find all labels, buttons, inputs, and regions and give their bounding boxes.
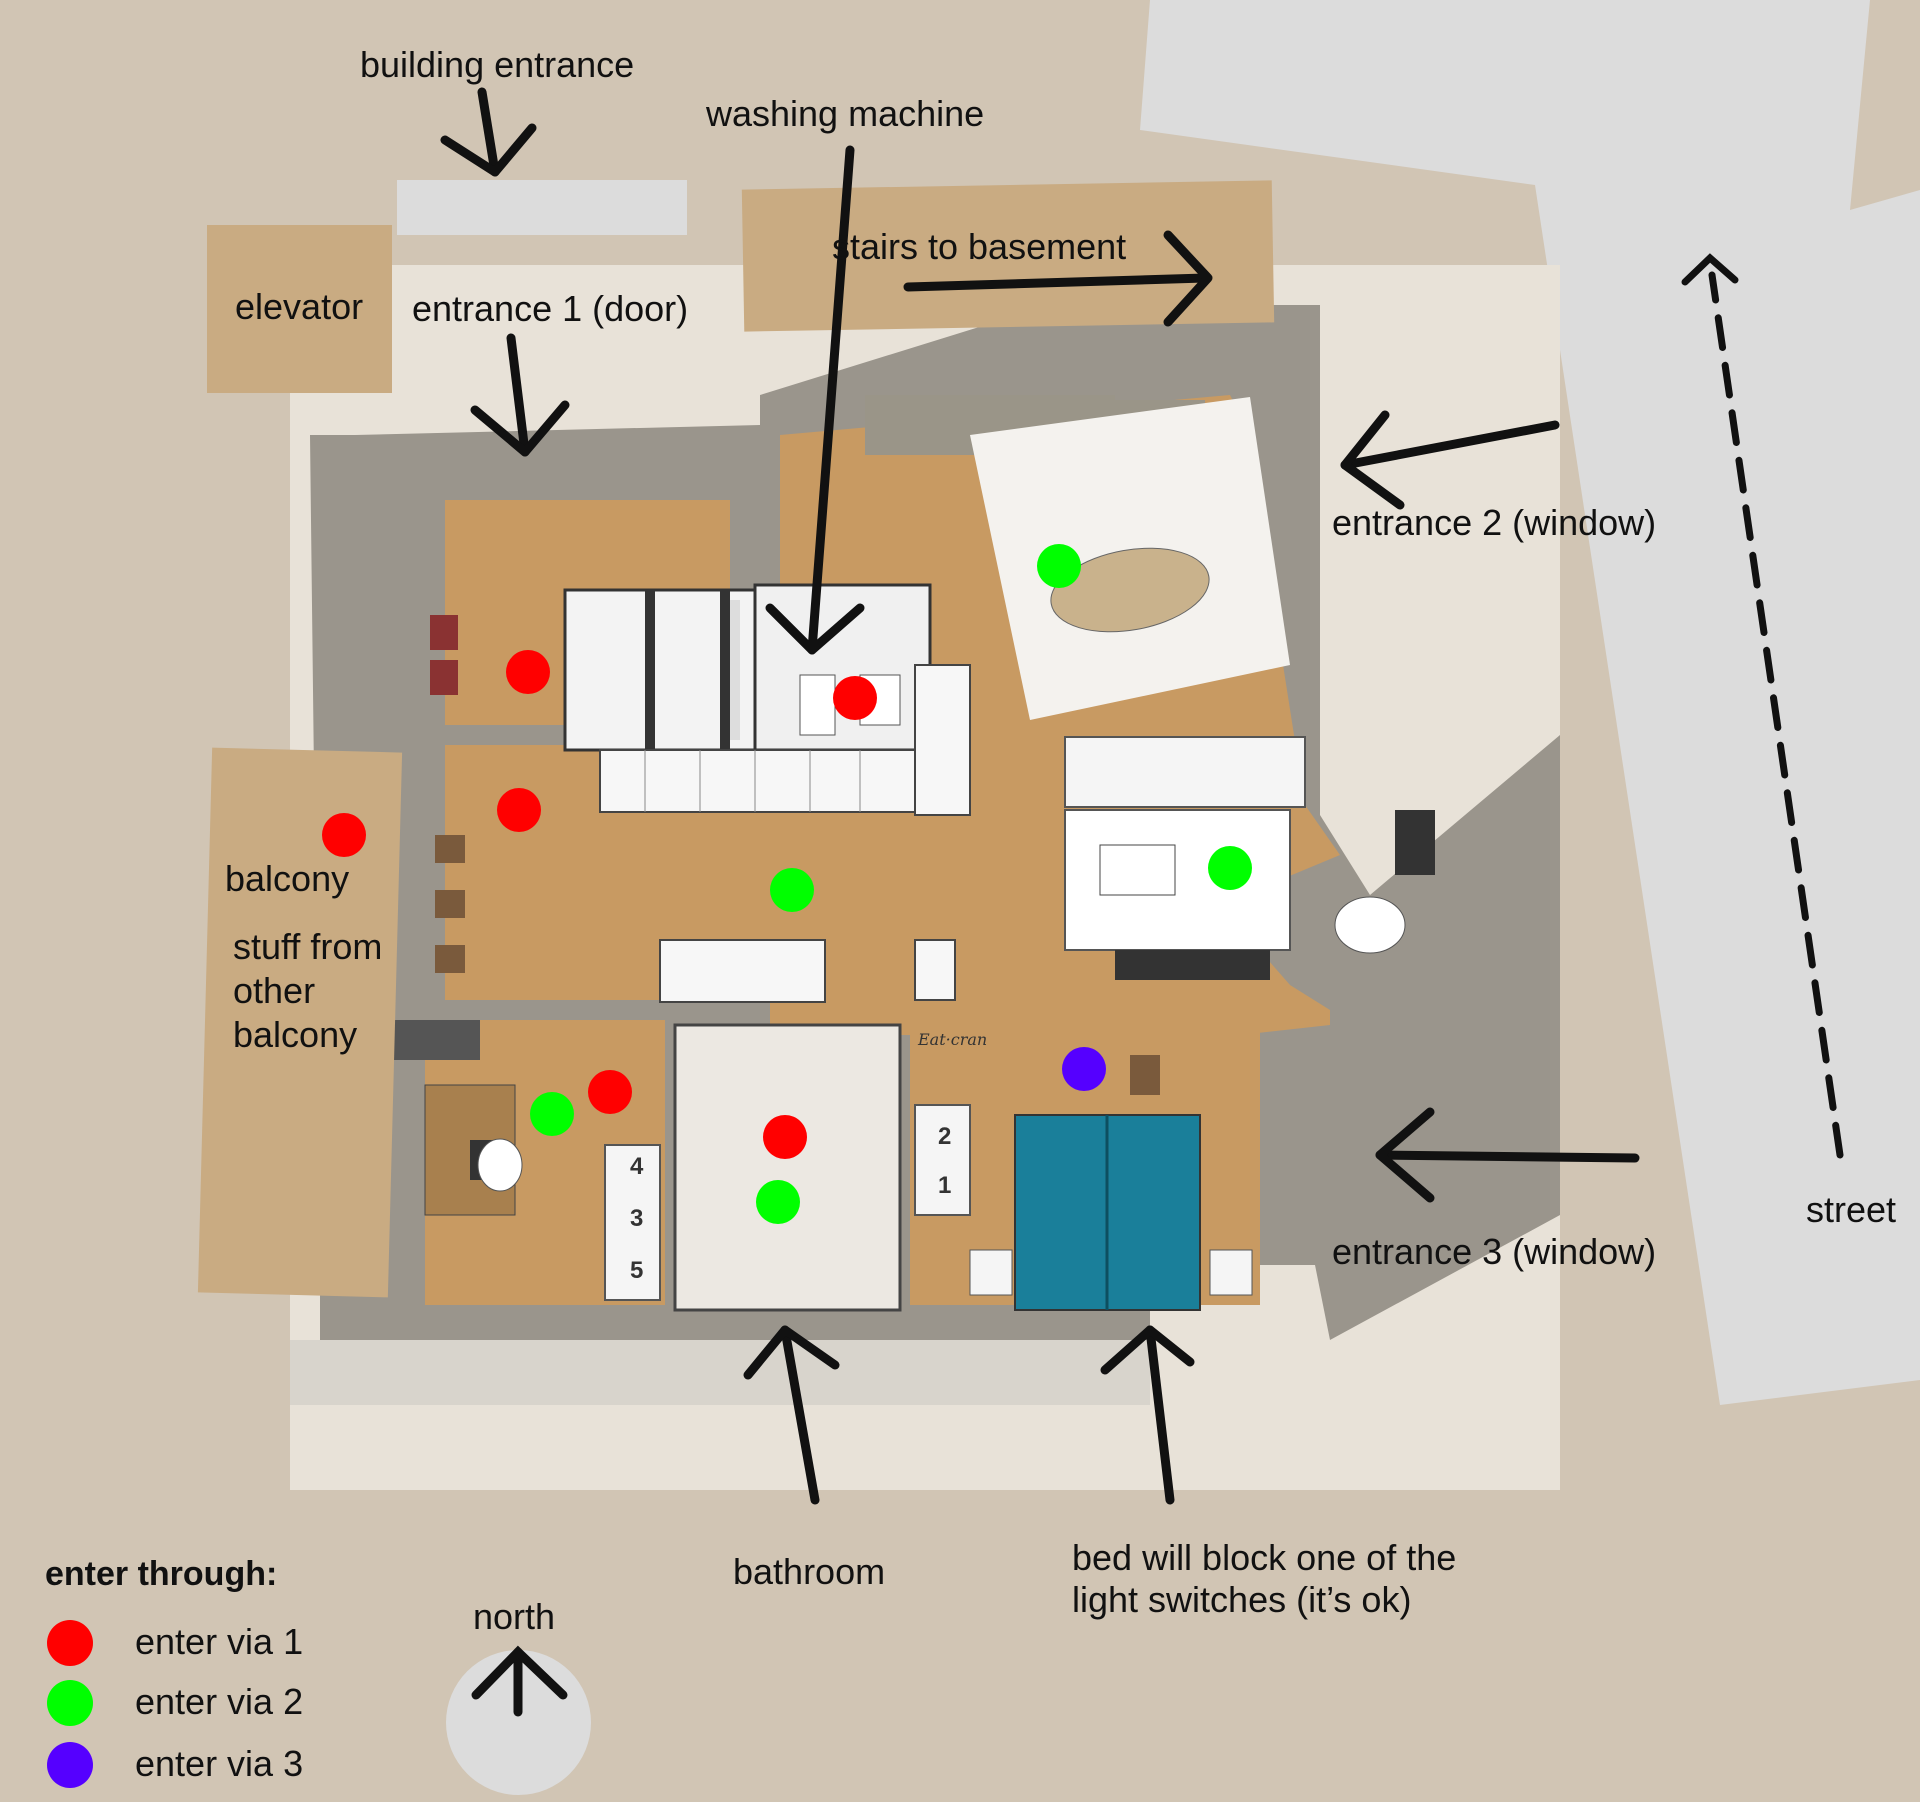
drawer-number-3: 3 [630, 1205, 644, 1232]
marker-via-1 [833, 676, 877, 720]
marker-via-2 [530, 1092, 574, 1136]
label-balcony: balcony [225, 858, 350, 899]
drawers-left [604, 1144, 661, 1301]
label-bed-note: bed will block one of the light switches… [1072, 1537, 1457, 1621]
street-area [1140, 0, 1920, 1405]
marker-via-1 [763, 1115, 807, 1159]
marker-via-1 [497, 788, 541, 832]
building-entrance-arrow [440, 87, 537, 177]
stairs-arrow [903, 230, 1213, 327]
sofa [1064, 736, 1306, 808]
entrance-1-arrow [470, 333, 570, 457]
label-building-entrance: building entrance [360, 44, 635, 85]
street-arrow [1681, 253, 1844, 1159]
floor-plan: Eat·cran 4 3 5 2 1 [290, 265, 1560, 1490]
label-elevator: elevator [235, 286, 364, 327]
label-stairs-to-basement: stairs to basement [832, 226, 1127, 267]
legend-label-via-3: enter via 3 [135, 1743, 304, 1784]
label-entrance-2: entrance 2 (window) [1332, 502, 1657, 543]
label-stuff-from-other-balcony: stuff from other balcony [233, 926, 383, 1055]
marker-via-1 [506, 650, 550, 694]
marker-via-1 [322, 813, 366, 857]
label-washing-machine: washing machine [706, 93, 985, 134]
bathroom-room [673, 1023, 902, 1312]
drawer-number-4: 4 [630, 1153, 644, 1180]
building-entrance-strip [397, 180, 687, 235]
label-north: north [473, 1596, 556, 1637]
dining-table [1050, 547, 1210, 633]
drawer-number-5: 5 [630, 1257, 644, 1284]
washing-machine-arrow [765, 145, 865, 655]
drawers-right [914, 1104, 971, 1216]
plan-signature: Eat·cran [918, 1030, 988, 1049]
marker-via-2 [1208, 846, 1252, 890]
legend-swatch-purple [47, 1742, 93, 1788]
legend-label-via-1: enter via 1 [135, 1621, 304, 1662]
marker-via-2 [1037, 544, 1081, 588]
label-bathroom: bathroom [733, 1551, 886, 1592]
legend-swatch-green [47, 1680, 93, 1726]
legend-title: enter through: [45, 1555, 278, 1593]
entrance-3-arrow [1375, 1107, 1640, 1203]
floor-plan-drawing [290, 305, 1560, 1405]
marker-via-2 [770, 868, 814, 912]
north-arrow-icon [471, 1645, 568, 1700]
bed-arrow [1100, 1325, 1195, 1505]
marker-via-2 [756, 1180, 800, 1224]
drawer-number-2: 2 [938, 1123, 952, 1150]
label-entrance-3: entrance 3 (window) [1332, 1231, 1657, 1272]
drawer-number-1: 1 [938, 1172, 952, 1199]
bathroom-arrow [743, 1325, 840, 1505]
legend-swatch-red [47, 1620, 93, 1666]
elevator-sticker [207, 225, 392, 393]
label-entrance-1: entrance 1 (door) [412, 288, 689, 329]
marker-via-3 [1062, 1047, 1106, 1091]
label-street: street [1806, 1189, 1897, 1230]
marker-via-1 [588, 1070, 632, 1114]
entrance-2-arrow [1340, 410, 1560, 510]
legend-label-via-2: enter via 2 [135, 1681, 304, 1722]
